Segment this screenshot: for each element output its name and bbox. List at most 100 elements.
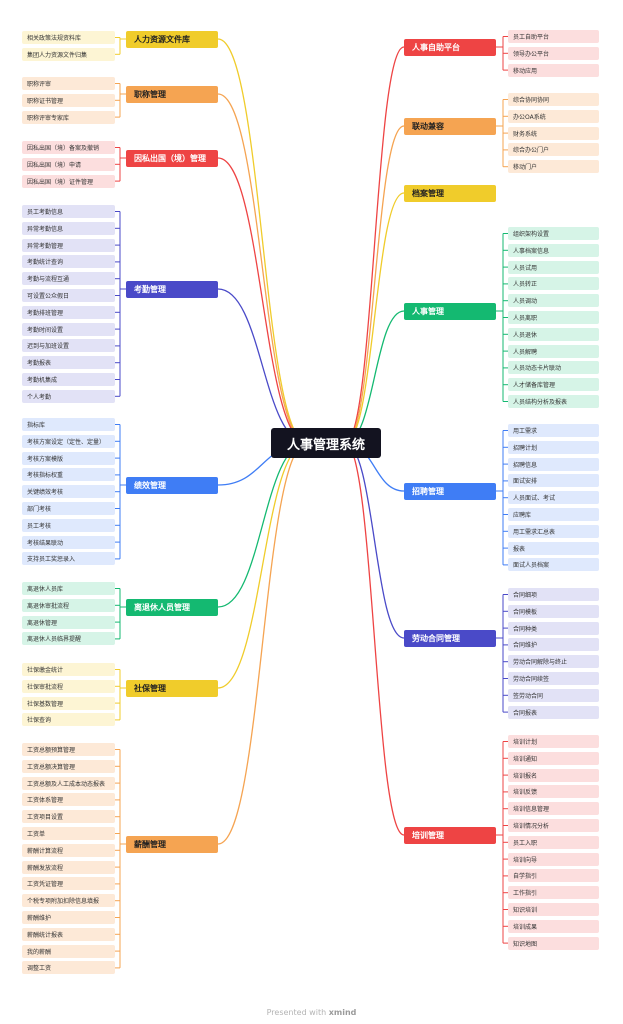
left-leaf-5-1[interactable]: 离退休审批流程 bbox=[22, 598, 115, 612]
left-leaf-3-11[interactable]: 个人考勤 bbox=[22, 389, 115, 403]
left-leaf-3-6[interactable]: 考勤排班管理 bbox=[22, 305, 115, 319]
right-leaf-1-4[interactable]: 移动门户 bbox=[508, 160, 599, 174]
right-leaf-6-8[interactable]: 自学指引 bbox=[508, 869, 599, 883]
right-leaf-6-7[interactable]: 培训向导 bbox=[508, 852, 599, 866]
right-leaf-4-5[interactable]: 应聘库 bbox=[508, 508, 599, 521]
right-branch-4[interactable]: 招聘管理 bbox=[404, 482, 496, 500]
left-leaf-6-3[interactable]: 社保查询 bbox=[22, 713, 115, 727]
left-leaf-2-2[interactable]: 因私出国（境）证件管理 bbox=[22, 174, 115, 188]
left-leaf-0-0[interactable]: 相关政策法规资料库 bbox=[22, 31, 115, 44]
right-leaf-4-8[interactable]: 面试人员档案 bbox=[508, 558, 599, 572]
left-leaf-3-2[interactable]: 异常考勤管理 bbox=[22, 238, 115, 252]
right-leaf-1-0[interactable]: 综合协同协同 bbox=[508, 93, 599, 106]
left-leaf-4-8[interactable]: 支持员工奖惩录入 bbox=[22, 552, 115, 566]
right-leaf-3-5[interactable]: 人员离职 bbox=[508, 311, 599, 324]
right-leaf-5-2[interactable]: 合同种类 bbox=[508, 621, 599, 635]
left-leaf-5-2[interactable]: 离退休管理 bbox=[22, 615, 115, 629]
left-leaf-3-9[interactable]: 考勤报表 bbox=[22, 356, 115, 370]
right-leaf-3-7[interactable]: 人员解聘 bbox=[508, 344, 599, 358]
right-leaf-5-7[interactable]: 合同报表 bbox=[508, 705, 599, 719]
right-branch-5[interactable]: 劳动合同管理 bbox=[404, 629, 496, 647]
right-leaf-4-4[interactable]: 人员面试、考试 bbox=[508, 491, 599, 505]
left-leaf-1-2[interactable]: 职称评审专家库 bbox=[22, 110, 115, 124]
left-leaf-7-10[interactable]: 薪酬维护 bbox=[22, 911, 115, 924]
right-leaf-3-4[interactable]: 人员调动 bbox=[508, 294, 599, 308]
right-leaf-4-6[interactable]: 用工需求汇总表 bbox=[508, 524, 599, 538]
right-leaf-6-9[interactable]: 工作指引 bbox=[508, 886, 599, 900]
right-leaf-5-3[interactable]: 合同维护 bbox=[508, 638, 599, 652]
left-leaf-3-8[interactable]: 迟到与加班设置 bbox=[22, 339, 115, 353]
left-leaf-2-0[interactable]: 因私出国（境）备案及撤销 bbox=[22, 141, 115, 154]
right-leaf-3-8[interactable]: 人员动态卡片联动 bbox=[508, 361, 599, 375]
left-leaf-3-5[interactable]: 可设置公众假日 bbox=[22, 289, 115, 302]
right-leaf-1-1[interactable]: 办公OA系统 bbox=[508, 109, 599, 123]
right-leaf-5-5[interactable]: 劳动合同续签 bbox=[508, 672, 599, 685]
left-leaf-7-6[interactable]: 薪酬计算流程 bbox=[22, 843, 115, 857]
right-leaf-6-12[interactable]: 知识地图 bbox=[508, 936, 599, 950]
left-branch-7[interactable]: 薪酬管理 bbox=[126, 835, 218, 853]
right-branch-0[interactable]: 人事自助平台 bbox=[404, 38, 496, 56]
right-leaf-6-11[interactable]: 培训成果 bbox=[508, 919, 599, 933]
left-leaf-1-0[interactable]: 职称评审 bbox=[22, 77, 115, 90]
right-leaf-4-7[interactable]: 报表 bbox=[508, 541, 599, 555]
left-leaf-4-3[interactable]: 考核指标权重 bbox=[22, 468, 115, 482]
left-leaf-2-1[interactable]: 因私出国（境）申请 bbox=[22, 157, 115, 171]
right-leaf-6-4[interactable]: 培训信息管理 bbox=[508, 802, 599, 816]
right-leaf-1-2[interactable]: 财务系统 bbox=[508, 126, 599, 140]
right-leaf-3-3[interactable]: 人员转正 bbox=[508, 277, 599, 291]
left-leaf-4-4[interactable]: 关键绩效考核 bbox=[22, 485, 115, 499]
right-leaf-6-3[interactable]: 培训反馈 bbox=[508, 785, 599, 799]
left-leaf-3-1[interactable]: 异常考勤信息 bbox=[22, 221, 115, 235]
left-leaf-0-1[interactable]: 集团人力资源文件归集 bbox=[22, 47, 115, 61]
right-leaf-6-5[interactable]: 培训情况分析 bbox=[508, 819, 599, 832]
central-topic[interactable]: 人事管理系统 bbox=[271, 428, 381, 458]
right-leaf-6-0[interactable]: 培训计划 bbox=[508, 735, 599, 748]
left-leaf-7-2[interactable]: 工资总额及人工成本动态报表 bbox=[22, 776, 115, 790]
left-branch-1[interactable]: 职称管理 bbox=[126, 85, 218, 103]
right-leaf-4-1[interactable]: 招聘计划 bbox=[508, 440, 599, 454]
right-leaf-5-0[interactable]: 合同细项 bbox=[508, 588, 599, 601]
right-leaf-3-0[interactable]: 组织架构设置 bbox=[508, 227, 599, 240]
left-leaf-4-7[interactable]: 考核结果联动 bbox=[22, 535, 115, 549]
left-leaf-7-12[interactable]: 我的薪酬 bbox=[22, 944, 115, 958]
right-leaf-6-1[interactable]: 培训通知 bbox=[508, 751, 599, 765]
right-leaf-3-6[interactable]: 人员退休 bbox=[508, 327, 599, 341]
left-leaf-7-8[interactable]: 工资凭证管理 bbox=[22, 877, 115, 891]
left-leaf-6-1[interactable]: 社保审批流程 bbox=[22, 679, 115, 693]
right-leaf-0-0[interactable]: 员工自助平台 bbox=[508, 30, 599, 43]
left-leaf-7-11[interactable]: 薪酬统计报表 bbox=[22, 927, 115, 941]
right-leaf-0-1[interactable]: 领导办公平台 bbox=[508, 46, 599, 60]
right-branch-6[interactable]: 培训管理 bbox=[404, 826, 496, 844]
left-branch-6[interactable]: 社保管理 bbox=[126, 679, 218, 697]
right-leaf-3-9[interactable]: 人才储备库管理 bbox=[508, 378, 599, 392]
right-leaf-0-2[interactable]: 移动应用 bbox=[508, 63, 599, 77]
left-leaf-7-3[interactable]: 工资体系管理 bbox=[22, 793, 115, 807]
right-leaf-6-2[interactable]: 培训报名 bbox=[508, 768, 599, 782]
left-leaf-7-7[interactable]: 薪酬发放流程 bbox=[22, 860, 115, 874]
right-branch-1[interactable]: 联动兼容 bbox=[404, 117, 496, 135]
left-leaf-4-2[interactable]: 考核方案模版 bbox=[22, 451, 115, 465]
right-leaf-4-3[interactable]: 面试安排 bbox=[508, 474, 599, 488]
right-leaf-3-1[interactable]: 人事档案信息 bbox=[508, 243, 599, 257]
right-leaf-3-2[interactable]: 人员试用 bbox=[508, 260, 599, 274]
left-leaf-4-1[interactable]: 考核方案设定（定性、定量） bbox=[22, 434, 115, 448]
left-branch-0[interactable]: 人力资源文件库 bbox=[126, 30, 218, 48]
left-leaf-1-1[interactable]: 职称证书管理 bbox=[22, 93, 115, 107]
left-leaf-3-4[interactable]: 考勤与流程互通 bbox=[22, 272, 115, 286]
right-leaf-6-6[interactable]: 员工入职 bbox=[508, 835, 599, 849]
left-leaf-5-0[interactable]: 离退休人员库 bbox=[22, 582, 115, 595]
left-leaf-6-2[interactable]: 社保基数管理 bbox=[22, 696, 115, 710]
left-leaf-7-13[interactable]: 调整工资 bbox=[22, 961, 115, 975]
left-leaf-3-3[interactable]: 考勤统计查询 bbox=[22, 255, 115, 269]
right-branch-2[interactable]: 档案管理 bbox=[404, 184, 496, 202]
left-branch-3[interactable]: 考勤管理 bbox=[126, 280, 218, 298]
right-leaf-4-2[interactable]: 招聘信息 bbox=[508, 457, 599, 471]
left-leaf-7-9[interactable]: 个税专项附加扣除信息填报 bbox=[22, 894, 115, 908]
left-leaf-7-1[interactable]: 工资总额决算管理 bbox=[22, 759, 115, 773]
left-leaf-4-5[interactable]: 部门考核 bbox=[22, 502, 115, 515]
left-leaf-7-0[interactable]: 工资总额预算管理 bbox=[22, 743, 115, 756]
right-leaf-3-10[interactable]: 人员结构分析及报表 bbox=[508, 395, 599, 408]
right-leaf-1-3[interactable]: 综合办公门户 bbox=[508, 143, 599, 157]
left-branch-2[interactable]: 因私出国（境）管理 bbox=[126, 149, 218, 167]
right-leaf-5-4[interactable]: 劳动合同解除与终止 bbox=[508, 655, 599, 669]
